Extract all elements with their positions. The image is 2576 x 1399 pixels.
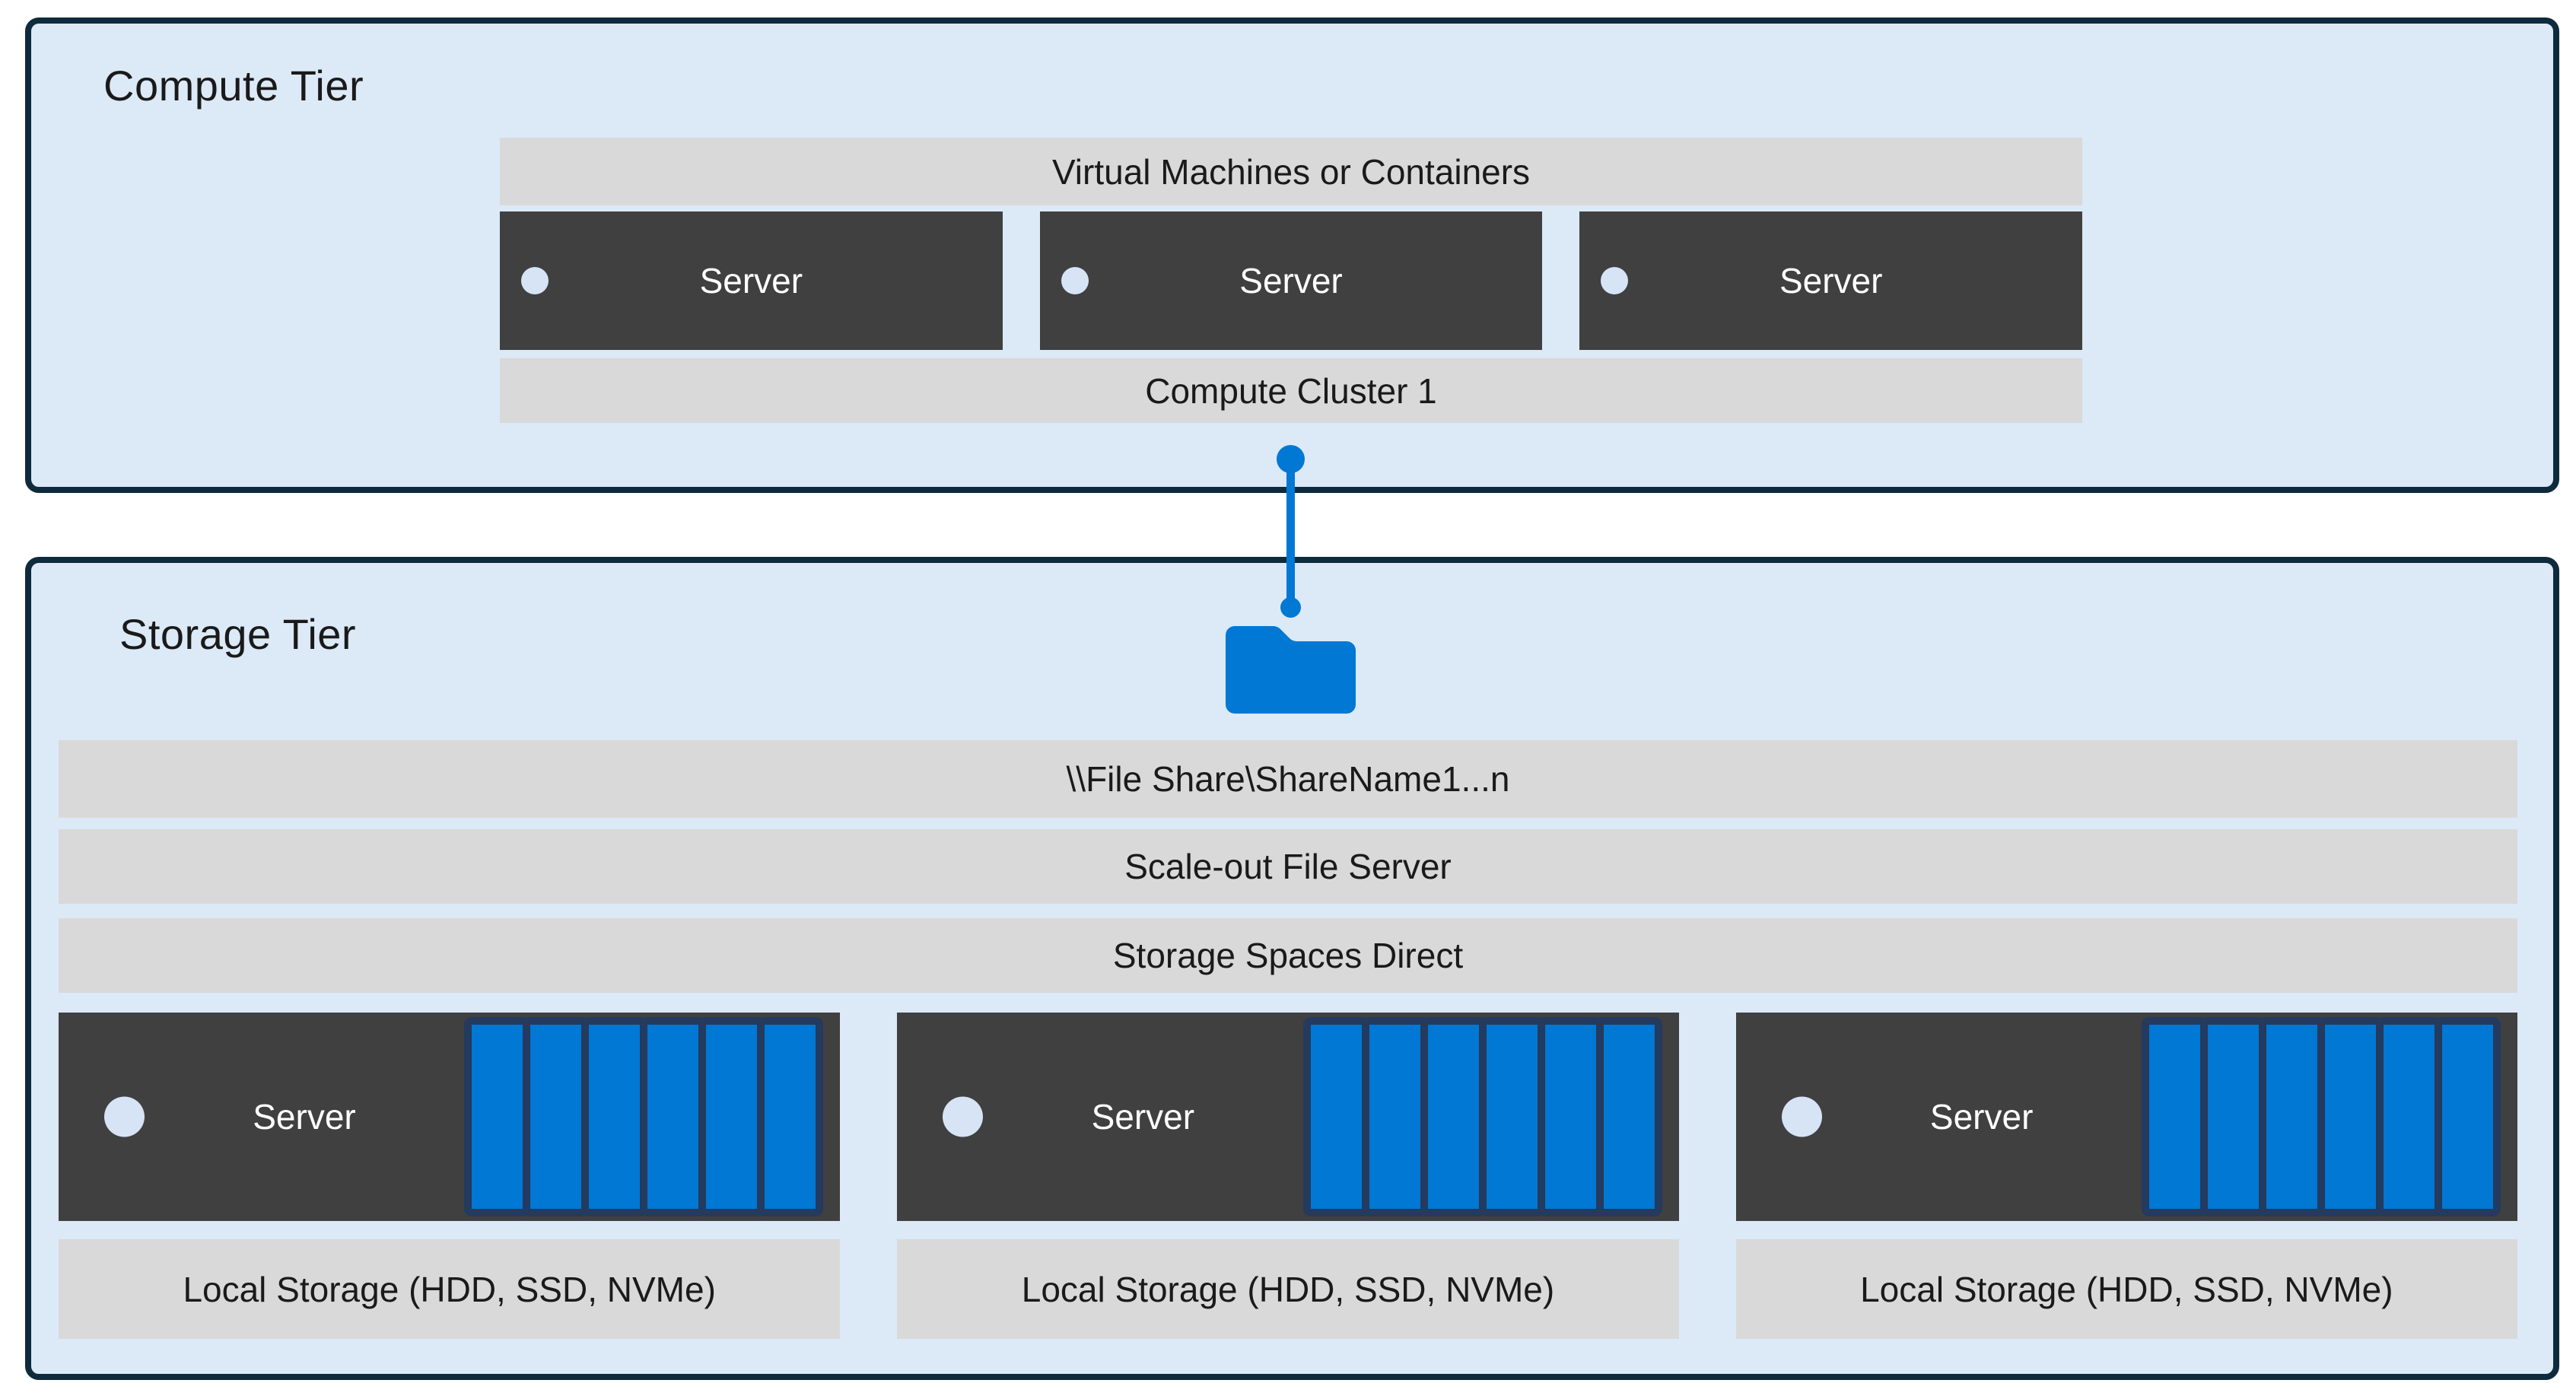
disk-bay-icon [1537,1017,1604,1216]
storage-node-2: Server Local Storage (HDD, SSD, NVMe) [897,1013,1679,1339]
scale-out-file-server-label: Scale-out File Server [1124,847,1452,886]
local-storage-bar: Local Storage (HDD, SSD, NVMe) [59,1239,841,1339]
compute-server-label: Server [1779,261,1883,300]
file-share-bar: \\File Share\ShareName1...n [59,740,2517,818]
disk-bay-icon [640,1017,707,1216]
status-dot-icon [943,1096,984,1137]
disk-bay-icon [2375,1017,2442,1216]
disk-bay-icon [1302,1017,1369,1216]
local-storage-label: Local Storage (HDD, SSD, NVMe) [1021,1269,1555,1309]
storage-server-label: Server [253,1097,356,1137]
compute-tier-title: Compute Tier [103,62,364,110]
storage-server-label: Server [1929,1097,2034,1137]
disk-bay-icon [757,1017,824,1216]
local-storage-bar: Local Storage (HDD, SSD, NVMe) [897,1239,1679,1339]
connector-line [1286,459,1295,608]
disk-group [464,1017,824,1216]
compute-tier-box: Compute Tier Virtual Machines or Contain… [25,17,2559,493]
scale-out-file-server-bar: Scale-out File Server [59,829,2517,904]
disk-bay-icon [2199,1017,2266,1216]
disk-bay-icon [1478,1017,1545,1216]
compute-cluster-bar: Compute Cluster 1 [500,358,2082,423]
disk-group [2141,1017,2501,1216]
disk-bay-icon [1361,1017,1428,1216]
storage-node-1: Server Local Storage (HDD, SSD, NVMe) [59,1013,841,1339]
status-dot-icon [1061,267,1089,294]
local-storage-label: Local Storage (HDD, SSD, NVMe) [183,1269,716,1309]
vm-or-containers-label: Virtual Machines or Containers [1051,151,1531,192]
status-dot-icon [1601,267,1629,294]
status-dot-icon [1781,1096,1822,1137]
disk-bay-icon [523,1017,590,1216]
storage-node-row: Server Local Storage (HDD, SSD, NVMe) Se… [59,1013,2517,1339]
compute-server-2: Server [1039,211,1543,350]
disk-bay-icon [2141,1017,2208,1216]
status-dot-icon [521,267,549,294]
disk-bay-icon [1420,1017,1487,1216]
disk-bay-icon [2434,1017,2501,1216]
storage-server-2: Server [897,1013,1679,1221]
local-storage-bar: Local Storage (HDD, SSD, NVMe) [1735,1239,2517,1339]
connector-endpoint-dot-bottom [1280,597,1301,618]
storage-server-1: Server [59,1013,841,1221]
storage-server-label: Server [1091,1097,1195,1137]
storage-tier-title: Storage Tier [119,610,357,658]
compute-server-label: Server [699,261,803,300]
disk-bay-icon [581,1017,648,1216]
storage-server-3: Server [1735,1013,2517,1221]
disk-bay-icon [2258,1017,2325,1216]
compute-cluster-label: Compute Cluster 1 [1145,370,1437,411]
compute-server-label: Server [1239,261,1343,300]
compute-server-1: Server [500,211,1003,350]
compute-server-3: Server [1579,211,2083,350]
disk-bay-icon [2317,1017,2384,1216]
disk-bay-icon [1595,1017,1662,1216]
compute-cluster-group: Virtual Machines or Containers Server Se… [500,138,2083,423]
storage-spaces-direct-label: Storage Spaces Direct [1112,936,1464,975]
vm-or-containers-bar: Virtual Machines or Containers [500,138,2082,205]
storage-node-3: Server Local Storage (HDD, SSD, NVMe) [1735,1013,2517,1339]
status-dot-icon [104,1096,145,1137]
folder-icon [1226,616,1356,714]
compute-server-row: Server Server Server [500,211,2083,350]
connector-endpoint-dot-top [1277,445,1305,473]
storage-spaces-direct-bar: Storage Spaces Direct [59,918,2517,993]
local-storage-label: Local Storage (HDD, SSD, NVMe) [1860,1269,2393,1309]
storage-tier-box: Storage Tier \\File Share\ShareName1...n… [25,557,2559,1380]
disk-bay-icon [698,1017,765,1216]
file-share-label: \\File Share\ShareName1...n [1066,759,1510,799]
disk-group [1302,1017,1662,1216]
disk-bay-icon [464,1017,531,1216]
